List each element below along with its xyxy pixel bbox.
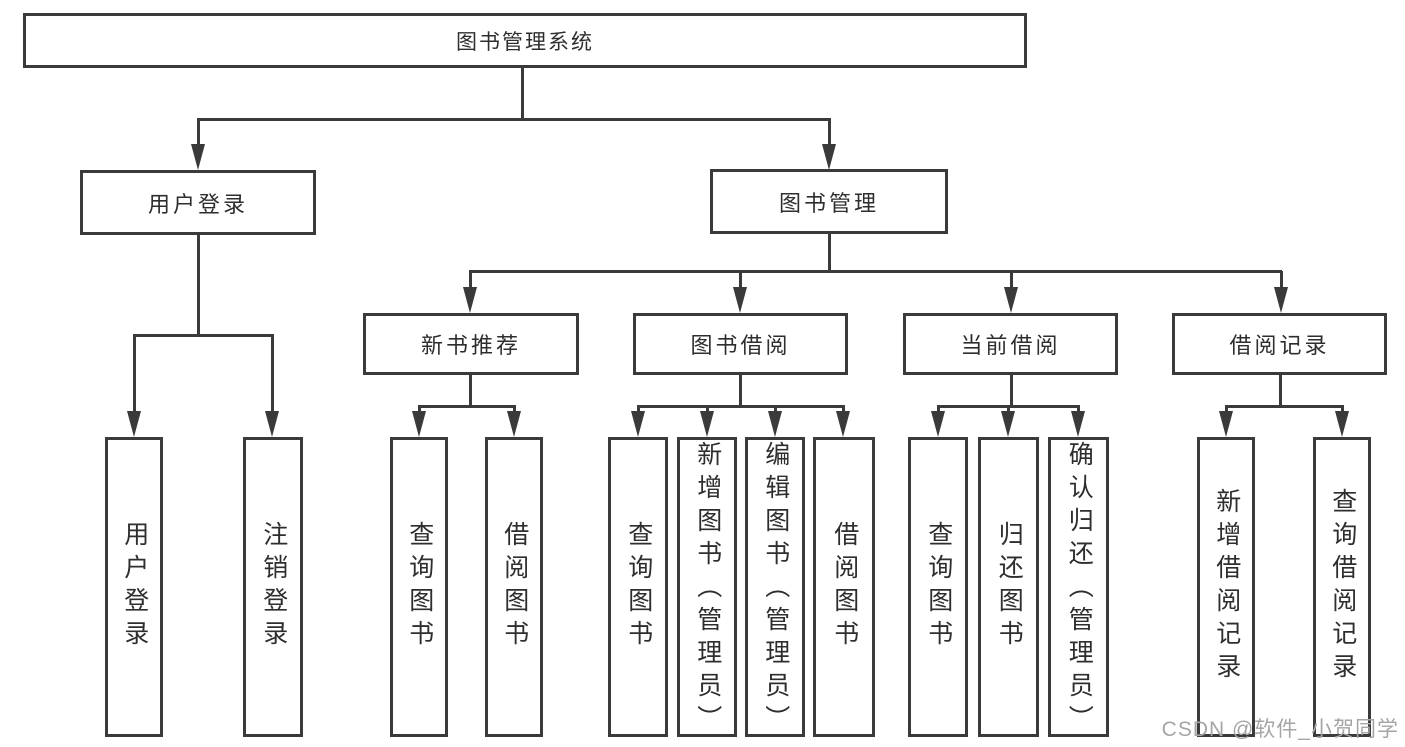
connector-line — [828, 234, 831, 273]
arrow-down-icon — [700, 411, 714, 437]
connector-line — [1341, 406, 1344, 414]
node-label: 查询图书 — [624, 521, 653, 653]
node-label: 新增图书（管理员） — [693, 441, 722, 738]
connector-line — [418, 405, 516, 408]
arrow-down-icon — [1004, 287, 1018, 313]
node-book-management: 图书管理 — [710, 169, 948, 234]
arrow-down-icon — [1335, 411, 1349, 437]
arrow-down-icon — [265, 411, 279, 437]
node-label: 新书推荐 — [420, 333, 521, 358]
connector-line — [418, 406, 421, 414]
node-label: 归还图书 — [995, 521, 1024, 653]
connector-line — [271, 335, 274, 413]
watermark: CSDN @软件_小贺同学 — [1161, 718, 1399, 741]
connector-line — [637, 405, 845, 408]
arrow-down-icon — [1001, 411, 1015, 437]
node-label: 新增借阅记录 — [1212, 488, 1241, 686]
leaf-query-book-borrow: 查询图书 — [608, 437, 668, 737]
node-new-book-recommend: 新书推荐 — [363, 313, 579, 375]
node-label: 图书借阅 — [690, 333, 791, 358]
leaf-user-login: 用户登录 — [105, 437, 163, 737]
node-label: 图书管理 — [778, 190, 879, 216]
connector-line — [706, 406, 709, 414]
connector-line — [637, 406, 640, 414]
node-label: 用户登录 — [120, 521, 149, 653]
leaf-return-book: 归还图书 — [978, 437, 1039, 737]
arrow-down-icon — [631, 411, 645, 437]
connector-line — [1279, 375, 1282, 407]
arrow-down-icon — [412, 411, 426, 437]
connector-line — [937, 406, 940, 414]
node-current-borrow: 当前借阅 — [903, 313, 1118, 375]
leaf-borrow-book: 借阅图书 — [813, 437, 875, 737]
arrow-down-icon — [191, 144, 205, 170]
node-book-borrow: 图书借阅 — [633, 313, 848, 375]
arrow-down-icon — [836, 411, 850, 437]
arrow-down-icon — [127, 411, 141, 437]
leaf-query-book-current: 查询图书 — [908, 437, 968, 737]
node-label: 借阅图书 — [830, 521, 859, 653]
node-label: 注销登录 — [259, 521, 288, 653]
leaf-query-book-recommend: 查询图书 — [390, 437, 448, 737]
connector-line — [521, 68, 524, 121]
connector-line — [1010, 375, 1013, 407]
node-label: 用户登录 — [147, 191, 248, 217]
connector-line — [1077, 406, 1080, 414]
leaf-borrow-book-recommend: 借阅图书 — [485, 437, 543, 737]
arrow-down-icon — [733, 287, 747, 313]
node-user-login-branch: 用户登录 — [80, 170, 316, 235]
leaf-edit-book-admin: 编辑图书（管理员） — [745, 437, 805, 738]
connector-line — [1007, 406, 1010, 414]
connector-line — [828, 119, 831, 146]
arrow-down-icon — [768, 411, 782, 437]
arrow-down-icon — [1274, 287, 1288, 313]
node-book-system: 图书管理系统 — [23, 13, 1027, 68]
connector-line — [774, 406, 777, 414]
leaf-logout: 注销登录 — [243, 437, 303, 737]
arrow-down-icon — [507, 411, 521, 437]
connector-line — [469, 271, 472, 289]
connector-line — [197, 118, 831, 121]
arrow-down-icon — [931, 411, 945, 437]
node-label: 确认归还（管理员） — [1065, 441, 1094, 738]
connector-line — [739, 375, 742, 407]
leaf-add-borrow-record: 新增借阅记录 — [1197, 437, 1255, 737]
leaf-add-book-admin: 新增图书（管理员） — [677, 437, 737, 738]
connector-line — [842, 406, 845, 414]
leaf-query-borrow-record: 查询借阅记录 — [1313, 437, 1371, 737]
connector-line — [469, 375, 472, 407]
connector-line — [133, 334, 274, 337]
connector-line — [133, 335, 136, 413]
node-label: 查询图书 — [924, 521, 953, 653]
node-label: 借阅记录 — [1229, 333, 1330, 358]
arrow-down-icon — [463, 287, 477, 313]
connector-line — [1225, 405, 1344, 408]
node-label: 编辑图书（管理员） — [761, 441, 790, 738]
node-borrow-records: 借阅记录 — [1172, 313, 1387, 375]
connector-line — [197, 119, 200, 146]
connector-line — [739, 271, 742, 289]
connector-line — [1225, 406, 1228, 414]
arrow-down-icon — [1219, 411, 1233, 437]
node-label: 查询图书 — [405, 521, 434, 653]
connector-line — [1280, 271, 1283, 289]
connector-line — [197, 235, 200, 336]
leaf-confirm-return-admin: 确认归还（管理员） — [1048, 437, 1109, 738]
connector-line — [1010, 271, 1013, 289]
arrow-down-icon — [1071, 411, 1085, 437]
arrow-down-icon — [822, 144, 836, 170]
connector-line — [469, 270, 1282, 273]
connector-line — [513, 406, 516, 414]
node-label: 当前借阅 — [960, 333, 1061, 358]
node-label: 图书管理系统 — [456, 30, 594, 54]
node-label: 查询借阅记录 — [1328, 488, 1357, 686]
node-label: 借阅图书 — [500, 521, 529, 653]
